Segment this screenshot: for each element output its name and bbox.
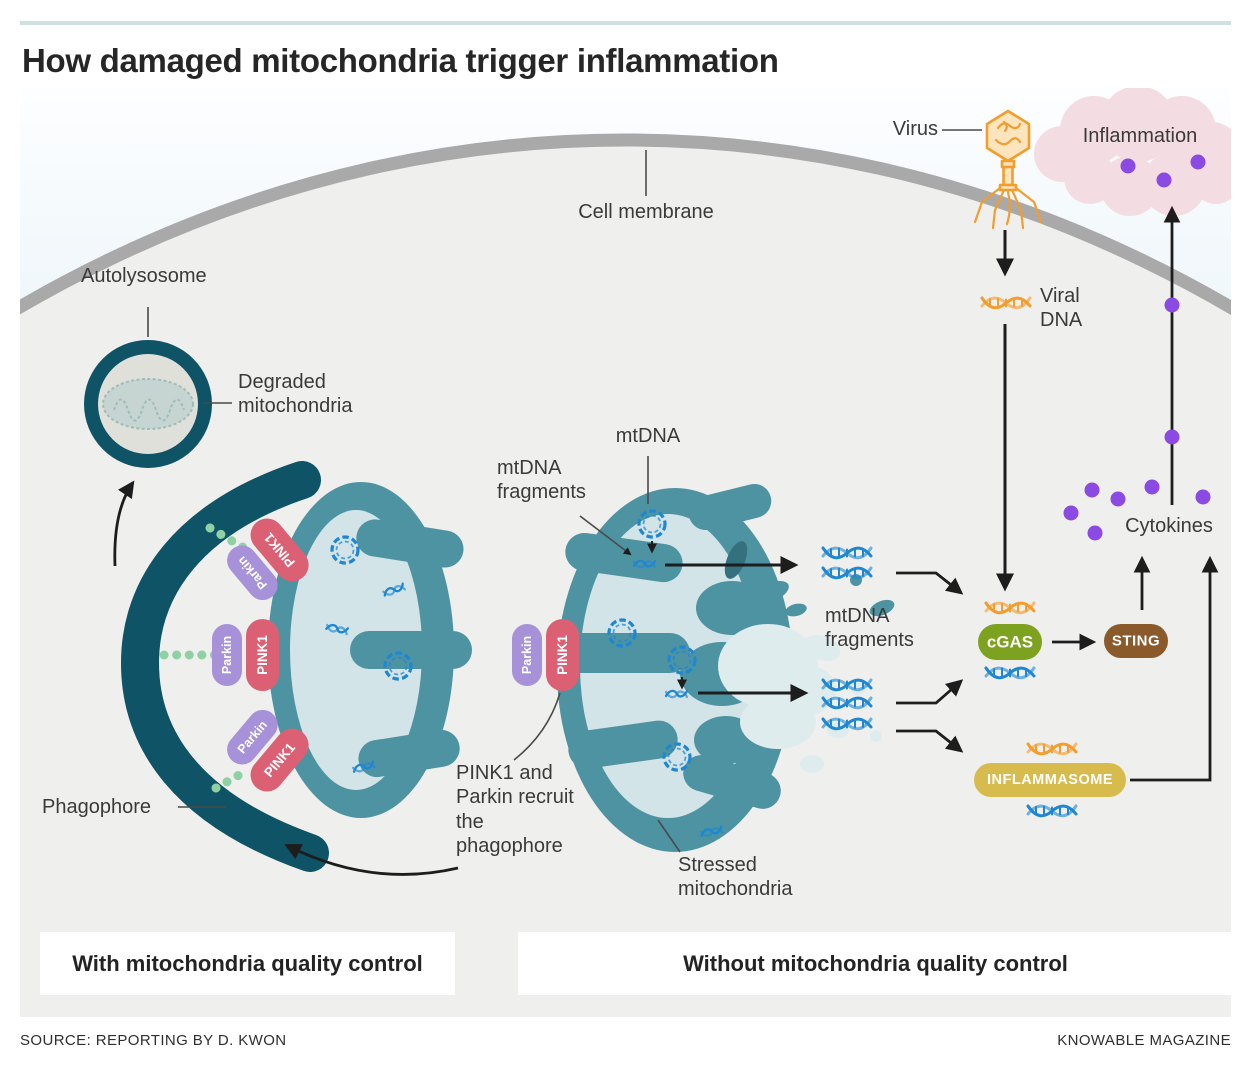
cytokines-label: Cytokines [1125, 515, 1213, 537]
dna-helix [984, 666, 1036, 680]
recruit-phagophore-arrow [284, 844, 459, 876]
source-credit: SOURCE: REPORTING BY D. KWON [20, 1032, 287, 1049]
stressed-mitochondria-label: Stressed mitochondria [678, 854, 793, 901]
fragments-to-cgas-connector [896, 679, 964, 705]
parkin-label: Parkin [520, 636, 534, 674]
mtdna-fragment-helix [821, 566, 873, 580]
mtdna-fragment-helix [821, 717, 873, 731]
stressed-leader [657, 819, 681, 853]
parkin-label: Parkin [220, 636, 234, 674]
fragments-to-inflammasome-connector [896, 729, 964, 753]
inflammasome-label: INFLAMMASOME [987, 772, 1113, 788]
mtdna-fragment-helix [821, 696, 873, 710]
fragments-to-cgas-connector [896, 571, 964, 595]
inflammasome-node [974, 763, 1126, 797]
sting-node [1104, 624, 1168, 658]
without-qc-panel: Without mitochondria quality control [518, 932, 1231, 995]
parkin-pink1-pair: Parkin PINK1 [212, 619, 279, 691]
parkin-pink1-pair: Parkin PINK1 [512, 619, 579, 691]
autolysosome-label: Autolysosome [81, 265, 207, 287]
diagram-artwork: Parkin PINK1 Parkin PINK1 Parkin PINK1 [20, 88, 1231, 1017]
autophagy-arrow [113, 480, 135, 567]
cytokine-dots [1063, 297, 1211, 541]
mtdna-fragment-helix [821, 678, 873, 692]
mtdna-fragments-label-right: mtDNA fragments [825, 605, 914, 652]
dna-helix [1026, 742, 1078, 756]
pink1-label: PINK1 [255, 635, 270, 675]
mtdna-label: mtDNA [615, 425, 681, 447]
top-accent-line [20, 21, 1231, 25]
inflammasome-to-cytokines-connector [1130, 555, 1219, 782]
dna-helix [984, 601, 1036, 615]
diagram-canvas: Parkin PINK1 Parkin PINK1 Parkin PINK1 [20, 88, 1231, 1017]
cell-membrane-label: Cell membrane [578, 201, 714, 223]
virus-icon [973, 109, 1043, 230]
mtdna-fragments-label-left: mtDNA fragments [497, 457, 586, 504]
cgas-label: cGAS [987, 633, 1033, 652]
mtdna-fragments-pointer [579, 515, 632, 556]
phagophore-label: Phagophore [42, 796, 151, 818]
dna-helix [1026, 804, 1078, 818]
viral-dna-label: Viral DNA [1040, 285, 1083, 332]
sting-label: STING [1112, 633, 1160, 650]
healthy-mitochondria-shape [268, 482, 472, 818]
pink1-label: PINK1 [555, 635, 570, 675]
mtdna-fragment-helix [821, 546, 873, 560]
with-qc-panel: With mitochondria quality control [40, 932, 455, 995]
page-title: How damaged mitochondria trigger inflamm… [22, 42, 779, 79]
publisher-credit: KNOWABLE MAGAZINE [1057, 1032, 1231, 1049]
inflammation-label: Inflammation [1082, 125, 1198, 147]
degraded-mitochondria-label: Degraded mitochondria [238, 371, 353, 418]
cgas-node [978, 624, 1042, 660]
recruit-note-leader [513, 692, 561, 761]
recruit-note-label: PINK1 and Parkin recruit the phagophore [456, 762, 574, 858]
viral-dna-helix [980, 296, 1032, 310]
autolysosome-shape [84, 340, 212, 468]
inflammation-dots [1120, 154, 1206, 188]
inflammation-cloud [1034, 88, 1231, 216]
stressed-mitochondria-shape [557, 483, 895, 852]
virus-label: Virus [892, 118, 938, 140]
degraded-mitochondria-shape [102, 378, 194, 430]
